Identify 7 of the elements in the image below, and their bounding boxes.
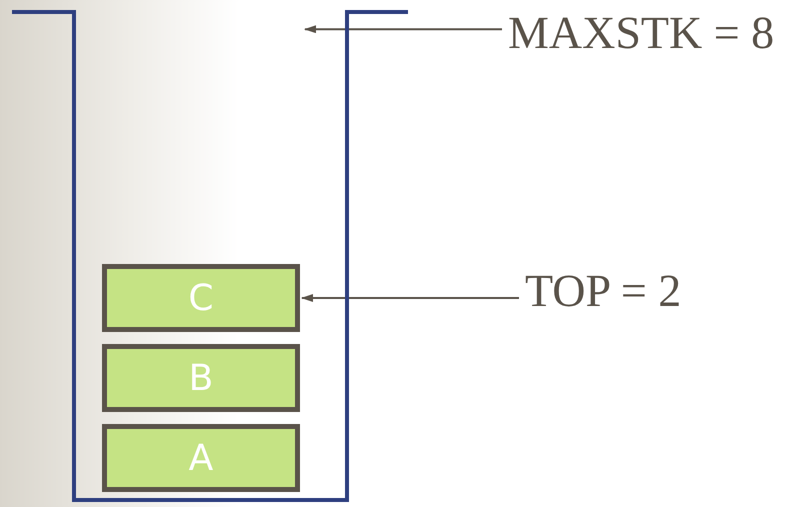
arrow bbox=[301, 294, 519, 302]
stack-item: B bbox=[102, 344, 300, 412]
variable-label: MAXSTK = 8 bbox=[508, 10, 788, 58]
arrow bbox=[304, 25, 502, 34]
stack-item: A bbox=[102, 424, 300, 492]
stack-item: C bbox=[102, 264, 300, 332]
variable-label: TOP = 2 bbox=[525, 268, 705, 316]
